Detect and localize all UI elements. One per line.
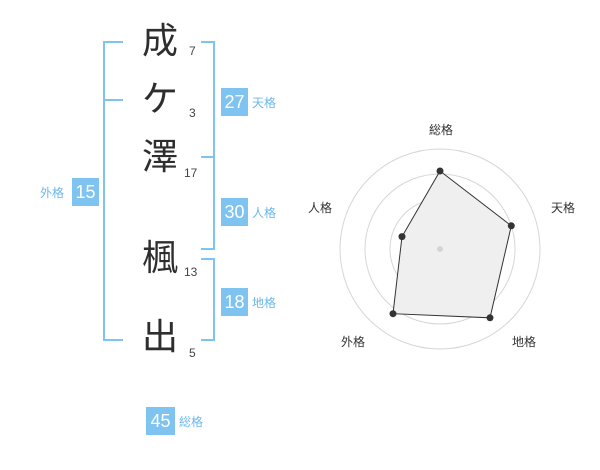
gaikaku-bracket-spine: [103, 41, 105, 341]
jinkaku-label: 人格: [252, 206, 277, 220]
radar-polygon: [392, 170, 512, 319]
gaikaku-bracket-mid: [103, 99, 123, 101]
gaikaku-label: 外格: [40, 186, 65, 200]
gaikaku-bracket-bottom: [103, 339, 123, 341]
jinkaku-bracket-top: [201, 156, 215, 158]
gaikaku-bracket-top: [103, 41, 123, 43]
name-char-4: 楓: [141, 238, 178, 279]
name-char-2: ケ: [141, 79, 178, 120]
stroke-count-1: 7: [189, 44, 196, 58]
jinkaku-value-box: 30: [221, 198, 248, 226]
tenkaku-bracket-spine: [213, 41, 215, 158]
stroke-count-5: 5: [189, 346, 196, 360]
radar-center-dot: [437, 246, 443, 252]
radar-label-jinkaku: 人格: [308, 200, 332, 215]
chikaku-bracket-bottom: [201, 339, 215, 341]
radar-point-5: [398, 233, 406, 241]
jinkaku-bracket-spine: [213, 156, 215, 250]
radar-label-chikaku: 地格: [512, 334, 536, 349]
name-char-3: 澤: [141, 137, 178, 178]
jinkaku-bracket-bottom: [201, 248, 215, 250]
name-char-5: 出: [141, 317, 178, 358]
stroke-count-2: 3: [189, 106, 196, 120]
chikaku-bracket-top: [201, 258, 215, 260]
radar-point-2: [507, 222, 515, 230]
tenkaku-value-box: 27: [221, 88, 248, 116]
radar-point-1: [436, 167, 444, 175]
tenkaku-bracket-top: [201, 41, 215, 43]
radar-ring-4: [339, 148, 541, 350]
chikaku-value-box: 18: [221, 288, 248, 316]
soukaku-label: 総格: [179, 415, 204, 429]
radar-label-gaikaku: 外格: [341, 334, 365, 349]
radar-point-3: [486, 314, 494, 322]
chikaku-bracket-spine: [213, 258, 215, 341]
radar-point-4: [389, 310, 397, 318]
radar-label-soukaku: 総格: [429, 122, 453, 137]
gaikaku-value-box: 15: [72, 178, 99, 206]
stroke-count-3: 17: [184, 166, 198, 180]
radar-label-tenkaku: 天格: [551, 200, 575, 215]
chikaku-label: 地格: [252, 296, 277, 310]
tenkaku-label: 天格: [252, 96, 277, 110]
soukaku-value-box: 45: [146, 407, 175, 435]
stroke-count-4: 13: [184, 265, 198, 279]
name-char-1: 成: [141, 21, 178, 62]
